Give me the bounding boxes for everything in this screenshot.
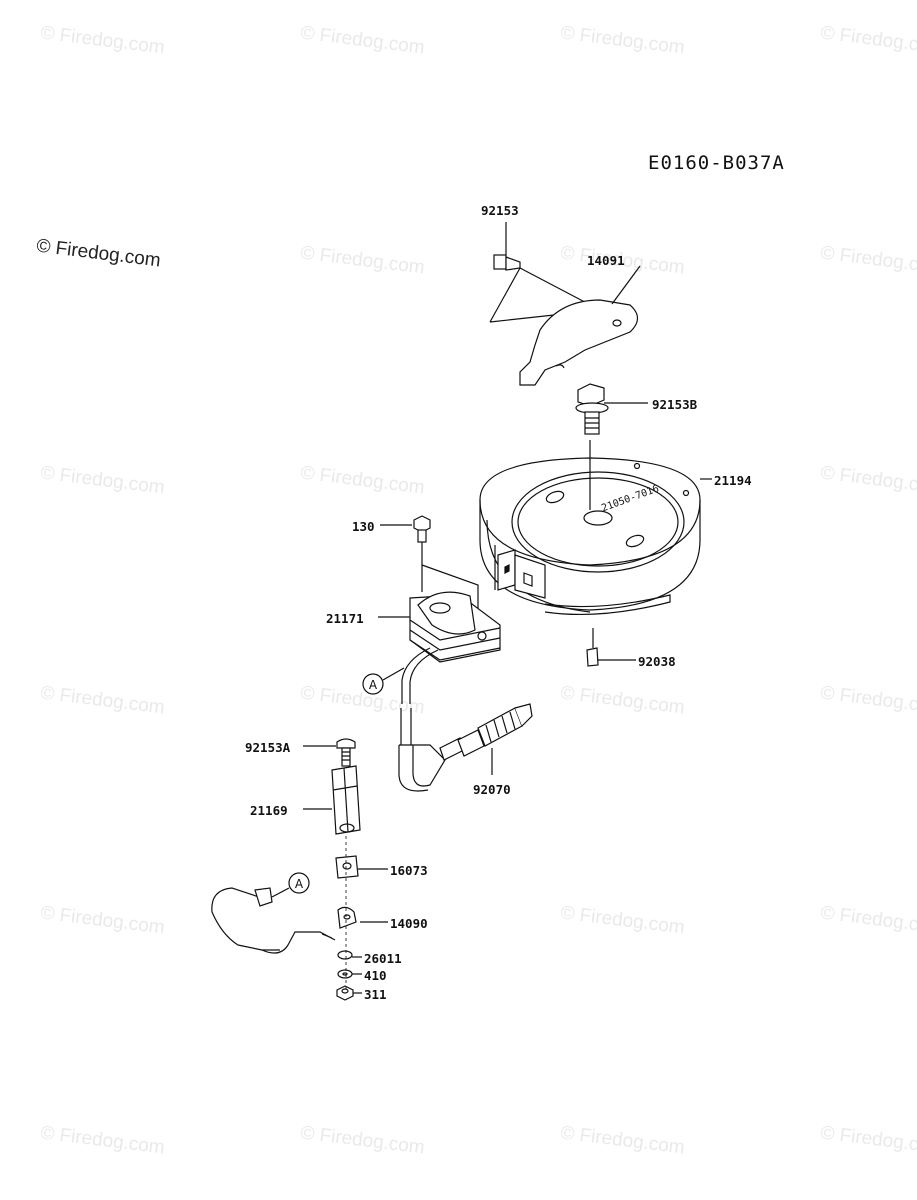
bolt-92153B[interactable] <box>575 383 648 435</box>
bolt-130[interactable] <box>380 515 431 592</box>
holder-14090[interactable] <box>337 906 388 929</box>
part-label-410: 410 <box>364 968 387 983</box>
washer-410[interactable] <box>337 969 362 979</box>
part-label-16073: 16073 <box>390 863 428 878</box>
switch-21169[interactable] <box>303 765 361 835</box>
part-label-92038: 92038 <box>638 654 676 669</box>
part-label-92153: 92153 <box>481 203 519 218</box>
part-label-92153B: 92153B <box>652 397 698 412</box>
connector-a-label-2: A <box>295 877 304 891</box>
part-label-92153A: 92153A <box>245 740 291 755</box>
bracket-14091[interactable] <box>489 265 641 386</box>
flywheel-21194[interactable] <box>479 440 712 616</box>
part-label-92070: 92070 <box>473 782 511 797</box>
connector-a-marker-2 <box>271 872 310 898</box>
connector-a-marker <box>362 667 405 695</box>
part-label-130: 130 <box>352 519 375 534</box>
spark-plug-92070[interactable] <box>439 703 533 775</box>
nut-311[interactable] <box>336 985 362 1001</box>
terminal-26011[interactable] <box>337 950 362 960</box>
ground-wire[interactable] <box>211 887 336 954</box>
connector-a-label: A <box>369 678 378 692</box>
diagram-id: E0160-B037A <box>648 152 785 174</box>
part-label-311: 311 <box>364 987 387 1002</box>
clip-16073[interactable] <box>335 855 388 879</box>
part-label-14090: 14090 <box>390 916 428 931</box>
ignition-coil-21171[interactable] <box>378 564 501 792</box>
part-label-14091: 14091 <box>587 253 625 268</box>
part-label-26011: 26011 <box>364 951 402 966</box>
bolt-92153[interactable] <box>493 222 521 271</box>
part-label-21171: 21171 <box>326 611 364 626</box>
screw-92153A[interactable] <box>303 738 356 767</box>
part-label-21169: 21169 <box>250 803 288 818</box>
part-label-21194: 21194 <box>714 473 752 488</box>
key-92038[interactable] <box>586 628 636 667</box>
